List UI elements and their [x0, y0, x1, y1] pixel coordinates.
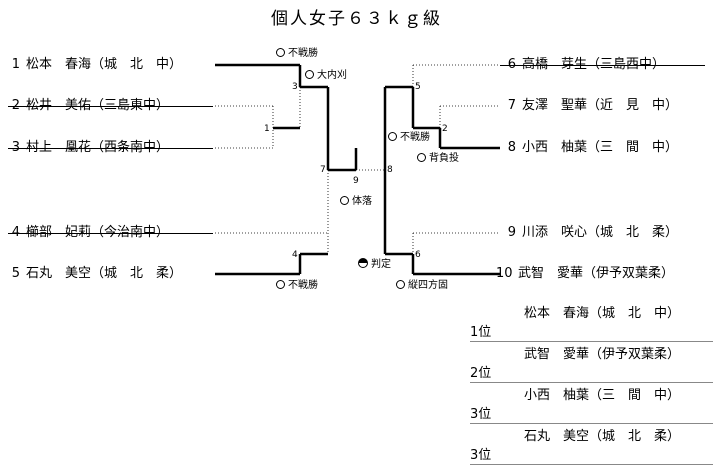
win-method-m7: 体落: [340, 196, 372, 208]
ranking-row-2: 武智 愛華（伊予双葉柔） 2位: [470, 342, 713, 383]
entry-name: 高橋 芽生（三島西中）: [522, 57, 666, 72]
win-method-text: 不戦勝: [400, 132, 430, 143]
entry-name: 松本 春海（城 北 中）: [26, 57, 183, 72]
circle-icon: [340, 196, 349, 205]
circle-icon: [276, 48, 285, 57]
match-number-9: 9: [353, 176, 359, 186]
ranking-name: 松本 春海（城 北 中）: [524, 306, 681, 321]
match-number-8: 8: [387, 165, 393, 175]
match-number-4: 4: [292, 250, 298, 260]
ranking-name: 石丸 美空（城 北 柔）: [524, 429, 681, 444]
entry-name: 村上 凰花（西条南中）: [26, 140, 170, 155]
win-method-m2-b: 背負投: [417, 153, 459, 165]
win-method-text: 不戦勝: [288, 280, 318, 291]
ranking-label: 1位: [470, 325, 492, 340]
entry-number: 9: [507, 225, 516, 240]
entry-number: 10: [496, 266, 513, 281]
match-number-1: 1: [264, 124, 270, 134]
match-number-5: 5: [415, 82, 421, 92]
page-title: 個人女子６３ｋｇ級: [271, 9, 442, 29]
match-number-6: 6: [415, 250, 421, 260]
strike-entry-2: [8, 106, 213, 107]
ranking-label: 3位: [470, 407, 492, 422]
match-number-3: 3: [292, 82, 298, 92]
win-method-text: 不戦勝: [288, 48, 318, 59]
entry-5: 5 石丸 美空（城 北 柔）: [8, 265, 182, 283]
entry-number: 8: [507, 140, 516, 155]
ranking-label: 2位: [470, 366, 492, 381]
entry-2: 2 松井 美佑（三島東中）: [8, 97, 169, 115]
circle-icon: [417, 153, 426, 162]
win-method-text: 背負投: [429, 153, 459, 164]
entry-9: 9 川添 咲心（城 北 柔）: [500, 224, 678, 242]
match-number-7: 7: [320, 165, 326, 175]
strike-entry-3: [8, 148, 213, 149]
win-method-m2: 不戦勝: [388, 132, 430, 144]
entry-8: 8 小西 柚葉（三 間 中）: [500, 139, 678, 157]
win-method-m8: 判定: [358, 258, 391, 271]
half-circle-icon: [358, 258, 368, 268]
entry-name: 小西 柚葉（三 間 中）: [522, 140, 679, 155]
entry-number: 1: [11, 57, 20, 72]
ranking-label: 3位: [470, 448, 492, 463]
strike-entry-6: [500, 65, 705, 66]
entry-1: 1 松本 春海（城 北 中）: [8, 56, 182, 74]
ranking-name: 小西 柚葉（三 間 中）: [524, 388, 681, 403]
entry-number: 2: [11, 98, 20, 113]
entry-6: 6 高橋 芽生（三島西中）: [500, 56, 665, 74]
ranking-row-3: 小西 柚葉（三 間 中） 3位: [470, 383, 713, 424]
circle-icon: [305, 70, 314, 79]
win-method-m6: 縦四方固: [396, 280, 448, 292]
circle-icon: [388, 132, 397, 141]
circle-icon: [396, 280, 405, 289]
strike-entry-4: [8, 233, 213, 234]
entry-4: 4 櫛部 妃莉（今治南中）: [8, 224, 169, 242]
match-number-2: 2: [442, 124, 448, 134]
ranking-name: 武智 愛華（伊予双葉柔）: [524, 347, 681, 362]
entry-number: 4: [11, 225, 20, 240]
entry-name: 石丸 美空（城 北 柔）: [26, 266, 183, 281]
entry-7: 7 友澤 聖華（近 見 中）: [500, 97, 678, 115]
entry-name: 武智 愛華（伊予双葉柔）: [518, 266, 675, 281]
circle-icon: [276, 280, 285, 289]
entry-name: 川添 咲心（城 北 柔）: [522, 225, 679, 240]
win-method-m3: 大内刈: [305, 70, 347, 82]
ranking-row-1: 松本 春海（城 北 中） 1位: [470, 301, 713, 342]
entry-number: 3: [11, 140, 20, 155]
entry-number: 7: [507, 98, 516, 113]
ranking-row-4: 石丸 美空（城 北 柔） 3位: [470, 424, 713, 465]
win-method-text: 判定: [371, 259, 391, 270]
entry-number: 6: [507, 57, 516, 72]
entry-name: 櫛部 妃莉（今治南中）: [26, 225, 170, 240]
entry-10: 10 武智 愛華（伊予双葉柔）: [496, 265, 674, 283]
win-method-text: 大内刈: [317, 70, 347, 81]
entry-name: 松井 美佑（三島東中）: [26, 98, 170, 113]
win-method-text: 体落: [352, 196, 372, 207]
entry-3: 3 村上 凰花（西条南中）: [8, 139, 169, 157]
win-method-entry-1: 不戦勝: [276, 48, 318, 60]
win-method-m4: 不戦勝: [276, 280, 318, 292]
win-method-text: 縦四方固: [408, 280, 448, 291]
entry-number: 5: [11, 266, 20, 281]
entry-name: 友澤 聖華（近 見 中）: [522, 98, 679, 113]
